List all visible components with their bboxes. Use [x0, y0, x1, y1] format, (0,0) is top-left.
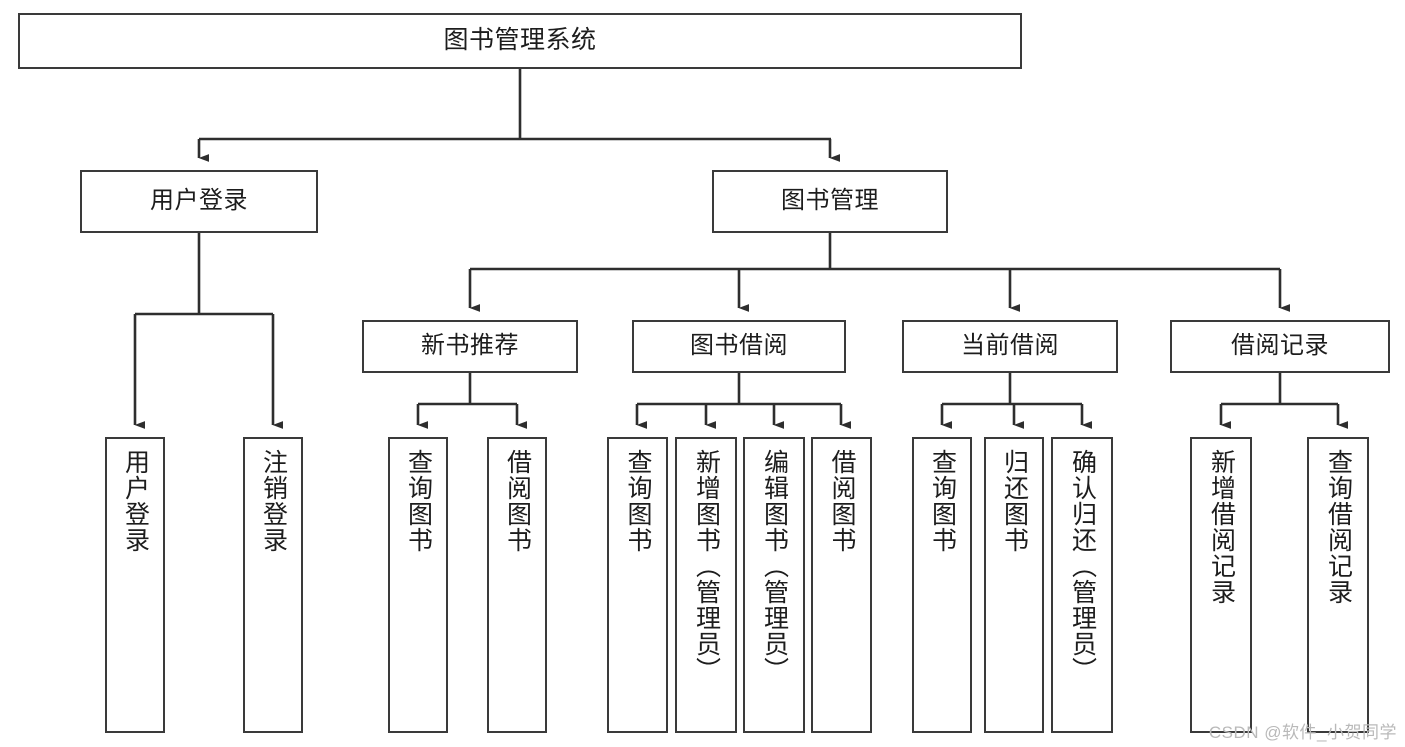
- node-leaf-borrow-add[interactable]: 新增图书（管理员）: [675, 437, 737, 733]
- node-leaf-rec-add-label: 新增借阅记录: [1207, 449, 1236, 605]
- node-leaf-rec-add[interactable]: 新增借阅记录: [1190, 437, 1252, 733]
- node-book-manage[interactable]: 图书管理: [712, 170, 948, 233]
- node-root[interactable]: 图书管理系统: [18, 13, 1022, 69]
- node-current-borrow-label: 当前借阅: [961, 332, 1059, 360]
- node-book-borrow-label: 图书借阅: [690, 332, 788, 360]
- node-leaf-borrow-lend[interactable]: 借阅图书: [811, 437, 872, 733]
- node-leaf-user-login-label: 用户登录: [121, 449, 150, 553]
- node-leaf-borrow-edit[interactable]: 编辑图书（管理员）: [743, 437, 805, 733]
- node-leaf-borrow-lend-label: 借阅图书: [828, 449, 856, 553]
- node-leaf-cur-query-label: 查询图书: [928, 449, 957, 553]
- node-leaf-rec-query[interactable]: 查询图书: [388, 437, 448, 733]
- node-leaf-user-login[interactable]: 用户登录: [105, 437, 165, 733]
- csdn-watermark: CSDN @软件_小贺同学: [1208, 723, 1397, 742]
- node-borrow-record-label: 借阅记录: [1231, 332, 1329, 360]
- node-new-book-rec[interactable]: 新书推荐: [362, 320, 578, 373]
- node-current-borrow[interactable]: 当前借阅: [902, 320, 1118, 373]
- node-user-login[interactable]: 用户登录: [80, 170, 318, 233]
- node-leaf-borrow-query-label: 查询图书: [624, 449, 652, 553]
- node-leaf-rec-search[interactable]: 查询借阅记录: [1307, 437, 1369, 733]
- node-book-borrow[interactable]: 图书借阅: [632, 320, 846, 373]
- node-user-login-label: 用户登录: [150, 187, 248, 215]
- node-leaf-user-logout-label: 注销登录: [259, 449, 288, 553]
- node-leaf-rec-search-label: 查询借阅记录: [1324, 449, 1353, 605]
- node-leaf-cur-return[interactable]: 归还图书: [984, 437, 1044, 733]
- node-borrow-record[interactable]: 借阅记录: [1170, 320, 1390, 373]
- node-leaf-cur-confirm-label: 确认归还（管理员）: [1068, 449, 1097, 683]
- node-leaf-cur-return-label: 归还图书: [1000, 449, 1029, 553]
- node-leaf-borrow-add-label: 新增图书（管理员）: [692, 449, 721, 683]
- node-leaf-cur-confirm[interactable]: 确认归还（管理员）: [1051, 437, 1113, 733]
- node-new-book-rec-label: 新书推荐: [421, 332, 519, 360]
- node-leaf-rec-borrow[interactable]: 借阅图书: [487, 437, 547, 733]
- node-leaf-borrow-query[interactable]: 查询图书: [607, 437, 668, 733]
- node-root-label: 图书管理系统: [443, 26, 597, 55]
- node-leaf-rec-query-label: 查询图书: [404, 449, 433, 553]
- node-leaf-user-logout[interactable]: 注销登录: [243, 437, 303, 733]
- node-book-manage-label: 图书管理: [781, 187, 879, 215]
- node-leaf-rec-borrow-label: 借阅图书: [503, 449, 532, 553]
- node-leaf-borrow-edit-label: 编辑图书（管理员）: [760, 449, 789, 683]
- node-leaf-cur-query[interactable]: 查询图书: [912, 437, 972, 733]
